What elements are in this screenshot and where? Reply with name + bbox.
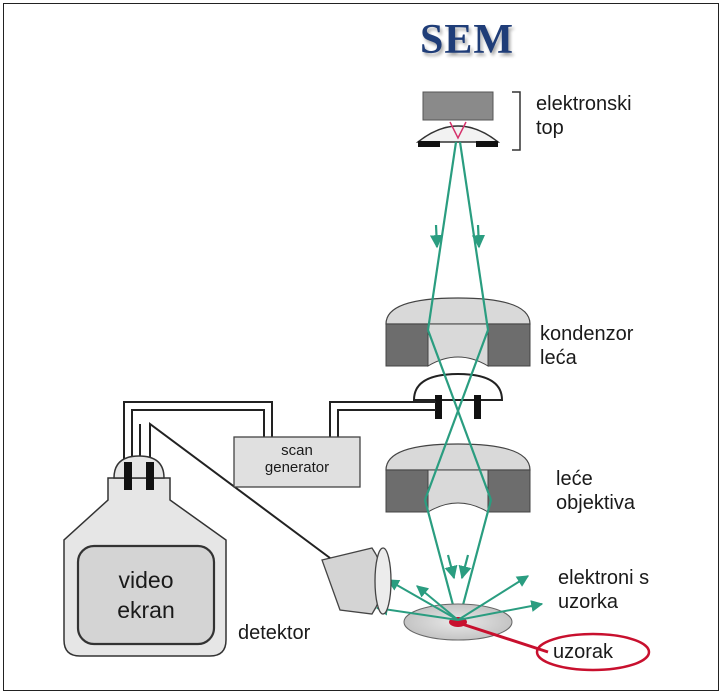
- scan-generator-label: scan generator: [234, 442, 360, 476]
- emitted-electrons: [375, 575, 544, 621]
- emitted-electrons-label: elektroni s uzorka: [558, 566, 649, 614]
- detector: [321, 547, 392, 615]
- electron-gun-label-line1: elektronski: [536, 93, 632, 115]
- condenser-lens: [385, 297, 531, 367]
- condenser-lens-label-line1: kondenzor: [540, 323, 634, 345]
- electron-gun-label-line2: top: [536, 117, 564, 139]
- sample-label-outline: [535, 632, 651, 672]
- video-monitor: [63, 455, 227, 657]
- wiring: [123, 401, 436, 559]
- scan-generator-box: [233, 436, 361, 488]
- scan-coils: [412, 372, 504, 419]
- electron-gun: [415, 91, 501, 147]
- gun-bracket: [512, 91, 521, 151]
- diagram-title: SEM: [420, 17, 515, 63]
- scan-generator-label-line1: scan: [281, 442, 313, 459]
- objective-lens-label: leće objektiva: [556, 467, 635, 515]
- electron-beam: [423, 141, 493, 621]
- emitted-electrons-label-line2: uzorka: [558, 591, 619, 613]
- condenser-lens-label: kondenzor leća: [540, 322, 633, 370]
- sample-pointer: [461, 622, 549, 654]
- detector-label: detektor: [238, 622, 311, 644]
- objective-lens-label-line1: leće: [556, 468, 593, 490]
- sample-label: uzorak: [553, 641, 614, 663]
- condenser-lens-label-line2: leća: [540, 347, 577, 369]
- objective-lens: [385, 443, 531, 513]
- video-screen-label: video ekran: [78, 565, 214, 625]
- objective-lens-label-line2: objektiva: [556, 492, 635, 514]
- emitted-electrons-label-line1: elektroni s: [558, 567, 650, 589]
- video-screen-label-line2: ekran: [117, 597, 175, 623]
- scan-generator-label-line2: generator: [264, 459, 330, 476]
- electron-gun-label: elektronski top: [536, 92, 632, 140]
- video-screen-label-line1: video: [118, 567, 174, 593]
